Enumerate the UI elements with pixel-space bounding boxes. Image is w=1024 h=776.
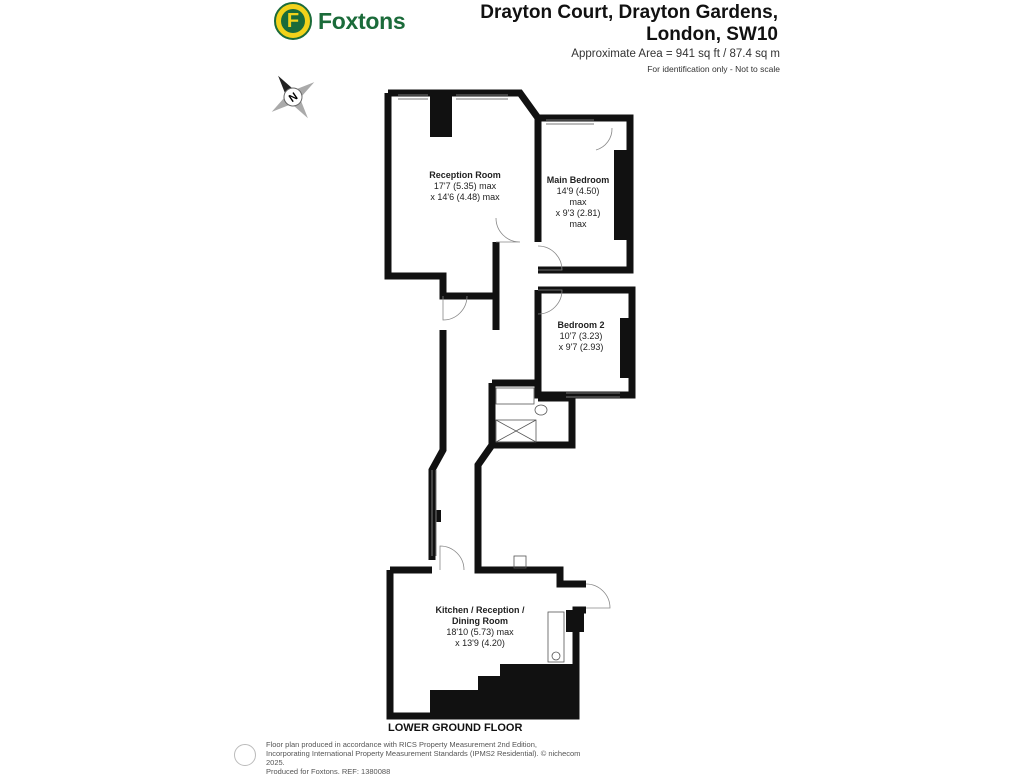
room-dim-reception-2: x 14'6 (4.48) max	[430, 192, 500, 202]
room-name-kitchen-2: Dining Room	[452, 616, 508, 626]
room-dim-kitchen-2: x 13'9 (4.20)	[455, 638, 505, 648]
room-dim-bedroom-2-2: x 9'7 (2.93)	[558, 342, 604, 352]
room-dim-bedroom-2-1: 10'7 (3.23)	[559, 331, 603, 341]
logo-wordmark: Foxtons	[318, 8, 406, 34]
title-line-1: Drayton Court, Drayton Gardens,	[480, 2, 778, 23]
room-label-reception: Reception Room 17'7 (5.35) max x 14'6 (4…	[410, 170, 520, 203]
room-dim-main-bedroom-2: max	[569, 197, 587, 207]
room-dim-kitchen-1: 18'10 (5.73) max	[446, 627, 514, 637]
logo-badge-icon: F	[274, 2, 312, 40]
foxtons-logo: F Foxtons	[274, 2, 406, 42]
property-title: Drayton Court, Drayton Gardens, London, …	[480, 2, 778, 46]
room-name-main-bedroom: Main Bedroom	[546, 175, 610, 185]
footer-text: Floor plan produced in accordance with R…	[240, 740, 600, 776]
bathroom-walls	[488, 379, 576, 449]
compass-icon: N	[262, 70, 324, 124]
approximate-area: Approximate Area = 941 sq ft / 87.4 sq m	[571, 48, 780, 60]
bedroom-2-walls	[534, 286, 636, 399]
identification-note: For identification only - Not to scale	[647, 64, 780, 74]
reception-room-walls	[384, 93, 500, 300]
room-label-main-bedroom: Main Bedroom 14'9 (4.50) max x 9'3 (2.81…	[540, 175, 616, 230]
floor-label: LOWER GROUND FLOOR	[388, 722, 523, 734]
room-dim-main-bedroom-4: max	[569, 219, 587, 229]
room-name-kitchen-1: Kitchen / Reception /	[435, 605, 525, 615]
room-name-bedroom-2: Bedroom 2	[557, 320, 605, 330]
rics-logo-icon	[234, 744, 256, 766]
footer-line-1: Floor plan produced in accordance with R…	[266, 740, 537, 749]
room-dim-main-bedroom-1: 14'9 (4.50)	[556, 186, 600, 196]
hallway-walls	[428, 330, 447, 560]
room-label-bedroom-2: Bedroom 2 10'7 (3.23) x 9'7 (2.93)	[546, 320, 616, 353]
footer-line-3: Produced for Foxtons. REF: 1380088	[266, 767, 391, 776]
logo-badge-letter: F	[281, 9, 305, 33]
footer-line-2: Incorporating International Property Mea…	[266, 749, 581, 767]
room-label-kitchen: Kitchen / Reception / Dining Room 18'10 …	[420, 605, 540, 649]
room-dim-reception-1: 17'7 (5.35) max	[433, 181, 497, 191]
room-name-reception: Reception Room	[429, 170, 501, 180]
room-dim-main-bedroom-3: x 9'3 (2.81)	[555, 208, 601, 218]
title-line-2: London, SW10	[646, 24, 778, 45]
